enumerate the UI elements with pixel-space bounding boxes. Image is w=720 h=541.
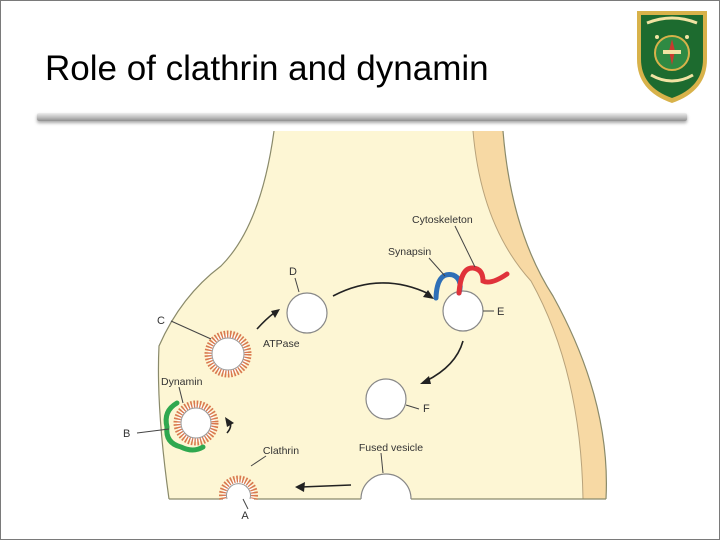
label-fused-vesicle: Fused vesicle bbox=[359, 442, 423, 454]
university-crest-icon bbox=[633, 7, 711, 105]
label-cytoskeleton: Cytoskeleton bbox=[412, 214, 473, 226]
label-clathrin: Clathrin bbox=[263, 445, 299, 457]
label-dynamin: Dynamin bbox=[161, 376, 203, 388]
synaptic-terminal-diagram: A Fused vesicle Clathrin Dynamin B bbox=[111, 130, 631, 536]
vesicle-d bbox=[286, 292, 328, 334]
fused-vesicle bbox=[360, 473, 412, 500]
axon-shading bbox=[473, 131, 607, 499]
vesicle-e bbox=[442, 290, 484, 332]
vesicle-f bbox=[365, 378, 407, 420]
dynamin-ring bbox=[163, 400, 206, 453]
label-a: A bbox=[241, 510, 249, 522]
title-divider bbox=[37, 113, 687, 121]
label-d: D bbox=[289, 266, 297, 278]
label-atpase: ATPase bbox=[263, 338, 300, 350]
label-f: F bbox=[423, 403, 430, 415]
label-synapsin: Synapsin bbox=[388, 246, 431, 258]
slide-title: Role of clathrin and dynamin bbox=[45, 49, 489, 88]
label-c: C bbox=[157, 315, 165, 327]
label-b: B bbox=[123, 428, 130, 440]
cytoskeleton-filament bbox=[456, 265, 510, 296]
label-e: E bbox=[497, 306, 504, 318]
